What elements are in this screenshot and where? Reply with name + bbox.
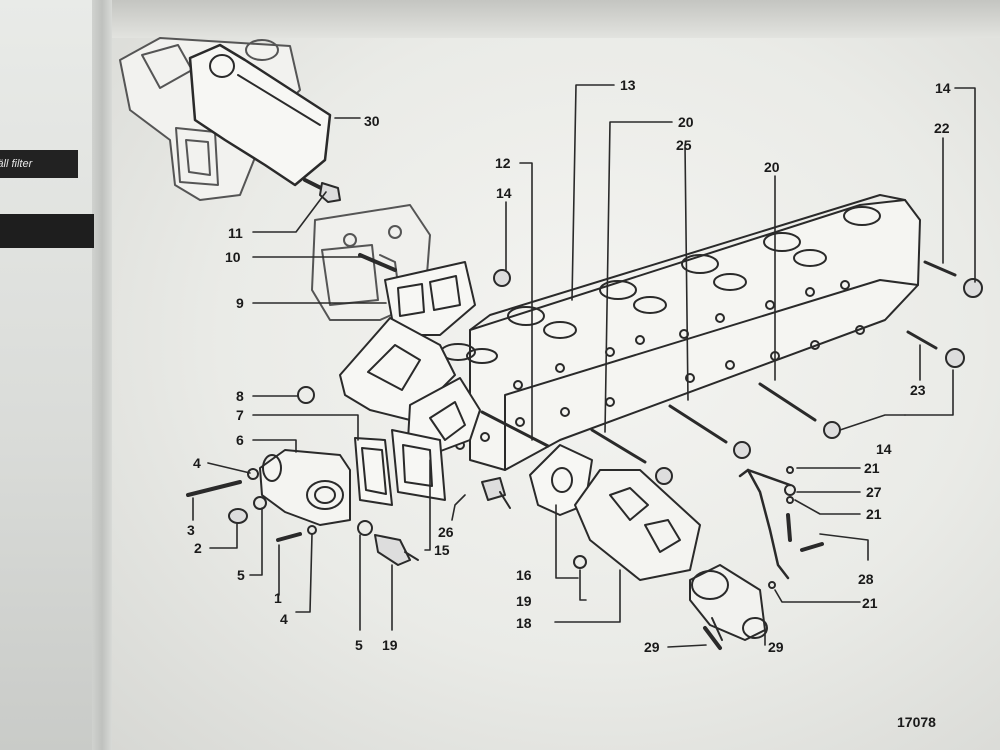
callout-7: 7	[236, 407, 244, 423]
callout-9: 9	[236, 295, 244, 311]
thermostat-housing-6	[259, 449, 351, 526]
callout-18: 18	[516, 615, 532, 631]
bolt-28	[703, 626, 722, 650]
callout-10: 10	[225, 249, 241, 265]
callout-1: 1	[274, 590, 282, 606]
callout-30: 30	[364, 113, 380, 129]
stud-10	[358, 253, 397, 272]
washer-5b	[357, 520, 373, 536]
nut-19	[573, 555, 587, 569]
screen-divider	[92, 0, 112, 750]
callout-27: 28	[858, 571, 874, 587]
bolt-3	[186, 480, 242, 497]
banjo-26	[784, 484, 796, 496]
callout-21c: 21	[862, 595, 878, 611]
plug-8	[297, 386, 315, 404]
callout-23: 23	[910, 382, 926, 398]
callout-4a: 4	[193, 455, 201, 471]
callout-22: 22	[934, 120, 950, 136]
callout-8: 8	[236, 388, 244, 404]
fitting-25	[481, 477, 511, 509]
callout-21a: 21	[864, 460, 880, 476]
washer-4	[247, 468, 259, 480]
plug-2	[228, 508, 248, 524]
callout-20b: 20	[764, 159, 780, 175]
turbo-outlet-29	[689, 564, 768, 641]
callout-14a: 14	[496, 185, 512, 201]
pipe-26	[738, 468, 790, 580]
callout-2: 2	[194, 540, 202, 556]
sidebar-filter-button[interactable]: Ställ filter	[0, 150, 78, 178]
bolt-11	[303, 178, 341, 203]
callout-4b: 4	[280, 611, 288, 627]
callout-13: 13	[620, 77, 636, 93]
callout-25: 26	[438, 524, 454, 540]
callout-14b: 14	[935, 80, 951, 96]
studs-20	[480, 260, 957, 464]
washer-21a	[786, 466, 794, 474]
callout-5b: 5	[355, 637, 363, 653]
callout-24: 25	[676, 137, 692, 153]
callout-16: 16	[516, 567, 532, 583]
gasket-7	[354, 437, 393, 506]
callout-6: 6	[236, 432, 244, 448]
bolt-27	[786, 513, 792, 542]
callout-14c: 14	[876, 441, 892, 457]
callout-12: 12	[495, 155, 511, 171]
sidebar-filter-label: Ställ filter	[0, 158, 33, 170]
callout-3: 3	[187, 522, 195, 538]
bolt-1	[276, 532, 302, 542]
callout-20a: 20	[678, 114, 694, 130]
callout-15: 15	[434, 542, 450, 558]
callout-19: 19	[516, 593, 532, 609]
washer-21c	[768, 581, 776, 589]
gasket-30	[188, 43, 332, 187]
sidebar-selected-bar[interactable]	[0, 214, 94, 248]
nuts-14	[493, 269, 983, 485]
sensor-17	[374, 534, 419, 566]
flange-block	[339, 317, 481, 501]
callout-5a: 5	[237, 567, 245, 583]
flange-18	[574, 469, 701, 581]
callout-labels: 30 11 10 9 8 7 6 4 3 2 5 1 4 5 19 15 26 …	[187, 77, 951, 730]
leader-lines	[192, 84, 976, 648]
callout-26: 27	[866, 484, 882, 500]
callout-17: 19	[382, 637, 398, 653]
figure-number: 17078	[897, 714, 936, 730]
exhaust-manifold	[440, 194, 921, 471]
washer-21b	[786, 496, 794, 504]
panel-top-strip	[112, 0, 1000, 38]
callout-21b: 21	[866, 506, 882, 522]
callout-28: 29	[644, 639, 660, 655]
washer-4b	[307, 525, 317, 535]
callout-29: 29	[768, 639, 784, 655]
washer-5	[253, 496, 267, 510]
callout-11: 11	[228, 225, 243, 241]
